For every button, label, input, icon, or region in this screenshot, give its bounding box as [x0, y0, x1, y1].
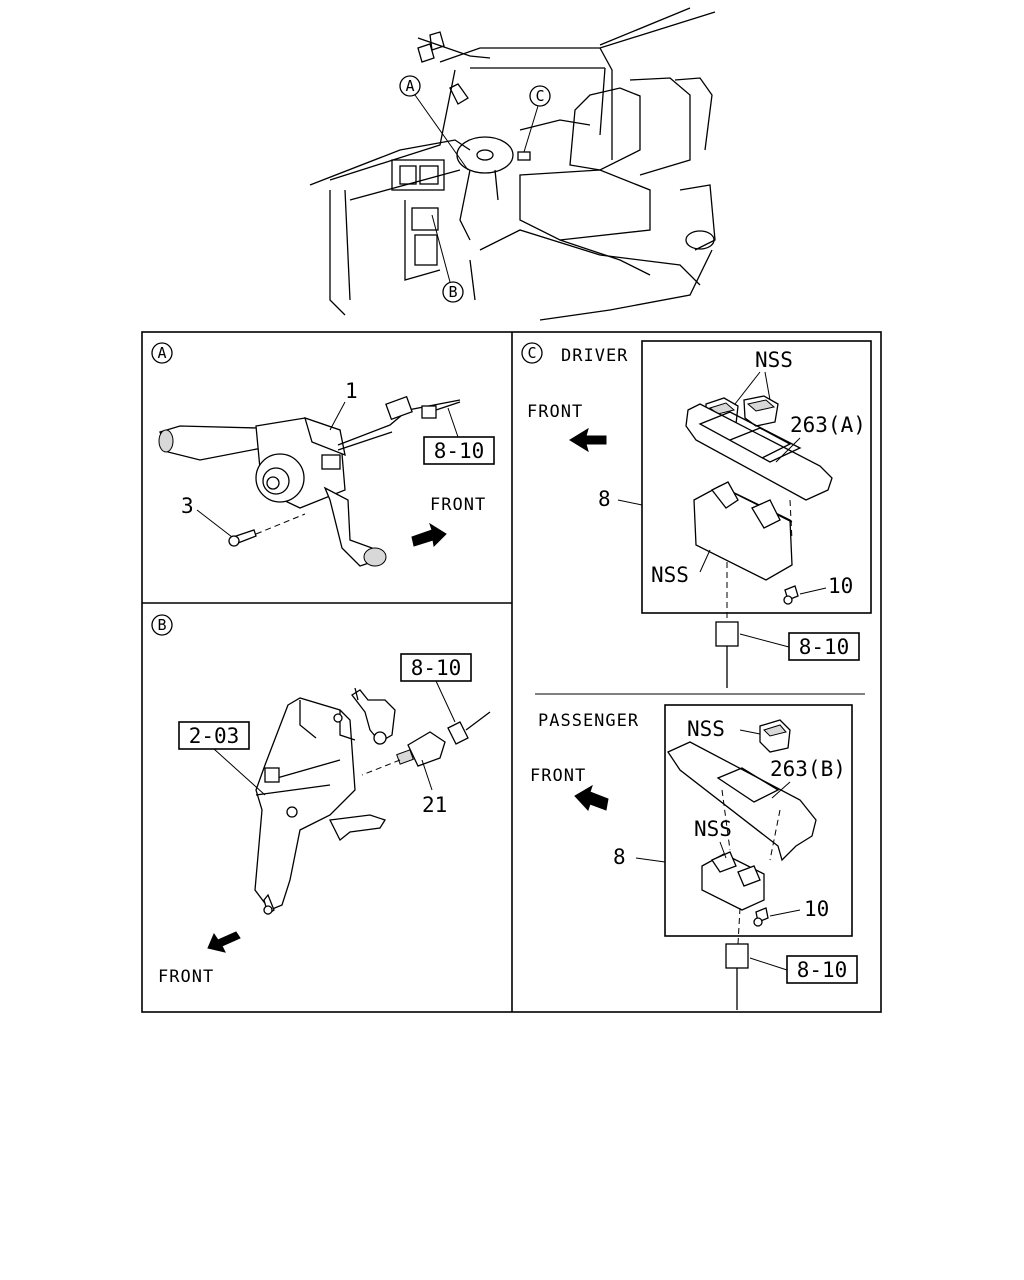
- callout-a: A: [399, 75, 469, 171]
- front-arrow-icon: [574, 784, 609, 811]
- panel-b-front-label: FRONT: [158, 967, 214, 987]
- panel-a-letter: A: [157, 344, 166, 362]
- panel-a-part-1: 1: [345, 379, 358, 403]
- screw-3: [228, 513, 306, 547]
- passenger-part-263: 263(B): [770, 757, 846, 781]
- passenger-nss-top: NSS: [687, 717, 725, 741]
- driver-section: DRIVER FRONT: [527, 340, 872, 688]
- passenger-part-8: 8: [613, 845, 626, 869]
- panel-b-part-21: 21: [422, 793, 447, 817]
- panel-a-ref-8-10: 8-10: [434, 439, 485, 463]
- combination-switch: [158, 395, 461, 567]
- front-arrow-icon: [569, 427, 607, 453]
- passenger-part-10: 10: [804, 897, 829, 921]
- stop-light-switch-21: [361, 711, 491, 776]
- driver-ref-8-10: 8-10: [799, 635, 850, 659]
- panel-a: A 1 3: [151, 342, 495, 567]
- cab-interior-overview: [309, 7, 716, 321]
- panel-c-letter: C: [527, 344, 536, 362]
- panel-b-ref-2-03: 2-03: [189, 724, 240, 748]
- panel-a-front-label: FRONT: [430, 495, 486, 515]
- driver-part-10: 10: [828, 574, 853, 598]
- callout-b-letter: B: [448, 283, 457, 301]
- passenger-front-label: FRONT: [530, 766, 586, 786]
- driver-front-label: FRONT: [527, 402, 583, 422]
- driver-part-8: 8: [598, 487, 611, 511]
- panel-a-part-3: 3: [181, 494, 194, 518]
- passenger-nss-mid: NSS: [694, 817, 732, 841]
- callout-c: C: [523, 85, 551, 153]
- passenger-ref-8-10: 8-10: [797, 958, 848, 982]
- driver-nss-bottom: NSS: [651, 563, 689, 587]
- panel-b: B 8-10: [151, 614, 491, 987]
- driver-part-263: 263(A): [790, 413, 866, 437]
- callout-a-letter: A: [405, 77, 414, 95]
- panel-frames: [141, 331, 882, 1013]
- front-arrow-icon: [411, 522, 447, 548]
- callout-b: B: [431, 214, 464, 303]
- driver-nss-top: NSS: [755, 348, 793, 372]
- panel-c: C DRIVER FRONT: [521, 340, 872, 1010]
- callout-c-letter: C: [535, 87, 544, 105]
- passenger-heading: PASSENGER: [538, 711, 639, 731]
- driver-heading: DRIVER: [561, 346, 628, 366]
- panel-b-ref-8-10: 8-10: [411, 656, 462, 680]
- pedal-bracket: [254, 687, 396, 916]
- front-arrow-icon: [207, 931, 241, 953]
- passenger-section: PASSENGER FRONT NSS: [530, 704, 858, 1010]
- panel-b-letter: B: [157, 616, 166, 634]
